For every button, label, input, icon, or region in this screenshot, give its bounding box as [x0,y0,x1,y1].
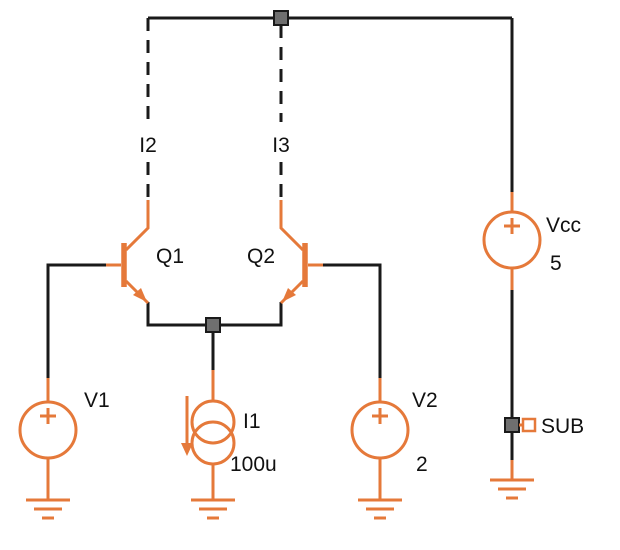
vcc-body [482,210,542,270]
vcc-value-label: 5 [550,252,562,275]
v1-label: V1 [84,389,110,412]
node-sub[interactable] [504,417,520,433]
sub-label: SUB [541,415,584,438]
i1-label: I1 [243,410,261,433]
ground-i1-bars [191,498,235,520]
vcc-label: Vcc [546,214,581,237]
wire-net [46,16,514,460]
current-probe-i2[interactable]: I2 [139,18,157,200]
v2-value-label: 2 [416,453,428,476]
ground-vcc[interactable] [490,460,534,500]
wire-q2-base-to-v2[interactable] [323,263,382,378]
probe-i2-label: I2 [139,134,157,157]
i1-value-label: 100u [230,453,277,476]
wire-q1-base-to-v1[interactable] [46,263,106,378]
probe-i3-label: I3 [272,134,290,157]
port-sub[interactable]: SUB [519,415,584,438]
transistor-q2[interactable]: Q2 [247,200,323,305]
i1-body-upper-circle [190,399,236,445]
v2-plus-sign [372,408,388,424]
v1-plus-sign [40,408,56,424]
vcc-plus-sign [504,218,520,234]
transistor-q1[interactable]: Q1 [106,200,184,305]
ground-v1-bars [26,498,70,520]
q2-emitter-arrow [282,288,296,302]
ground-i1[interactable] [191,498,235,520]
voltage-source-vcc[interactable]: Vcc 5 [482,192,581,290]
q1-label: Q1 [156,245,184,268]
wire-q2-emitter-to-node[interactable] [220,302,283,327]
q1-emitter-arrow [133,288,147,302]
ground-v1[interactable] [26,498,70,520]
v2-body [350,400,410,460]
sub-port-square [521,417,537,433]
node-top-rail[interactable] [273,10,289,26]
current-source-i1[interactable]: I1 100u [181,370,277,500]
ground-v2-bars [358,498,402,520]
q2-label: Q2 [247,245,275,268]
v1-body [18,400,78,460]
wire-q1-emitter-to-node[interactable] [146,302,206,327]
voltage-source-v2[interactable]: V2 2 [350,378,438,500]
v2-label: V2 [412,389,438,412]
voltage-source-v1[interactable]: V1 [18,378,110,500]
ground-v2[interactable] [358,498,402,520]
node-emitter-junction[interactable] [205,317,221,333]
q2-collector-lead [279,200,305,252]
current-probe-i3[interactable]: I3 [272,25,290,200]
i1-direction-arrow-head [181,443,193,456]
ground-vcc-bars [490,478,534,500]
q1-collector-lead [124,200,150,252]
